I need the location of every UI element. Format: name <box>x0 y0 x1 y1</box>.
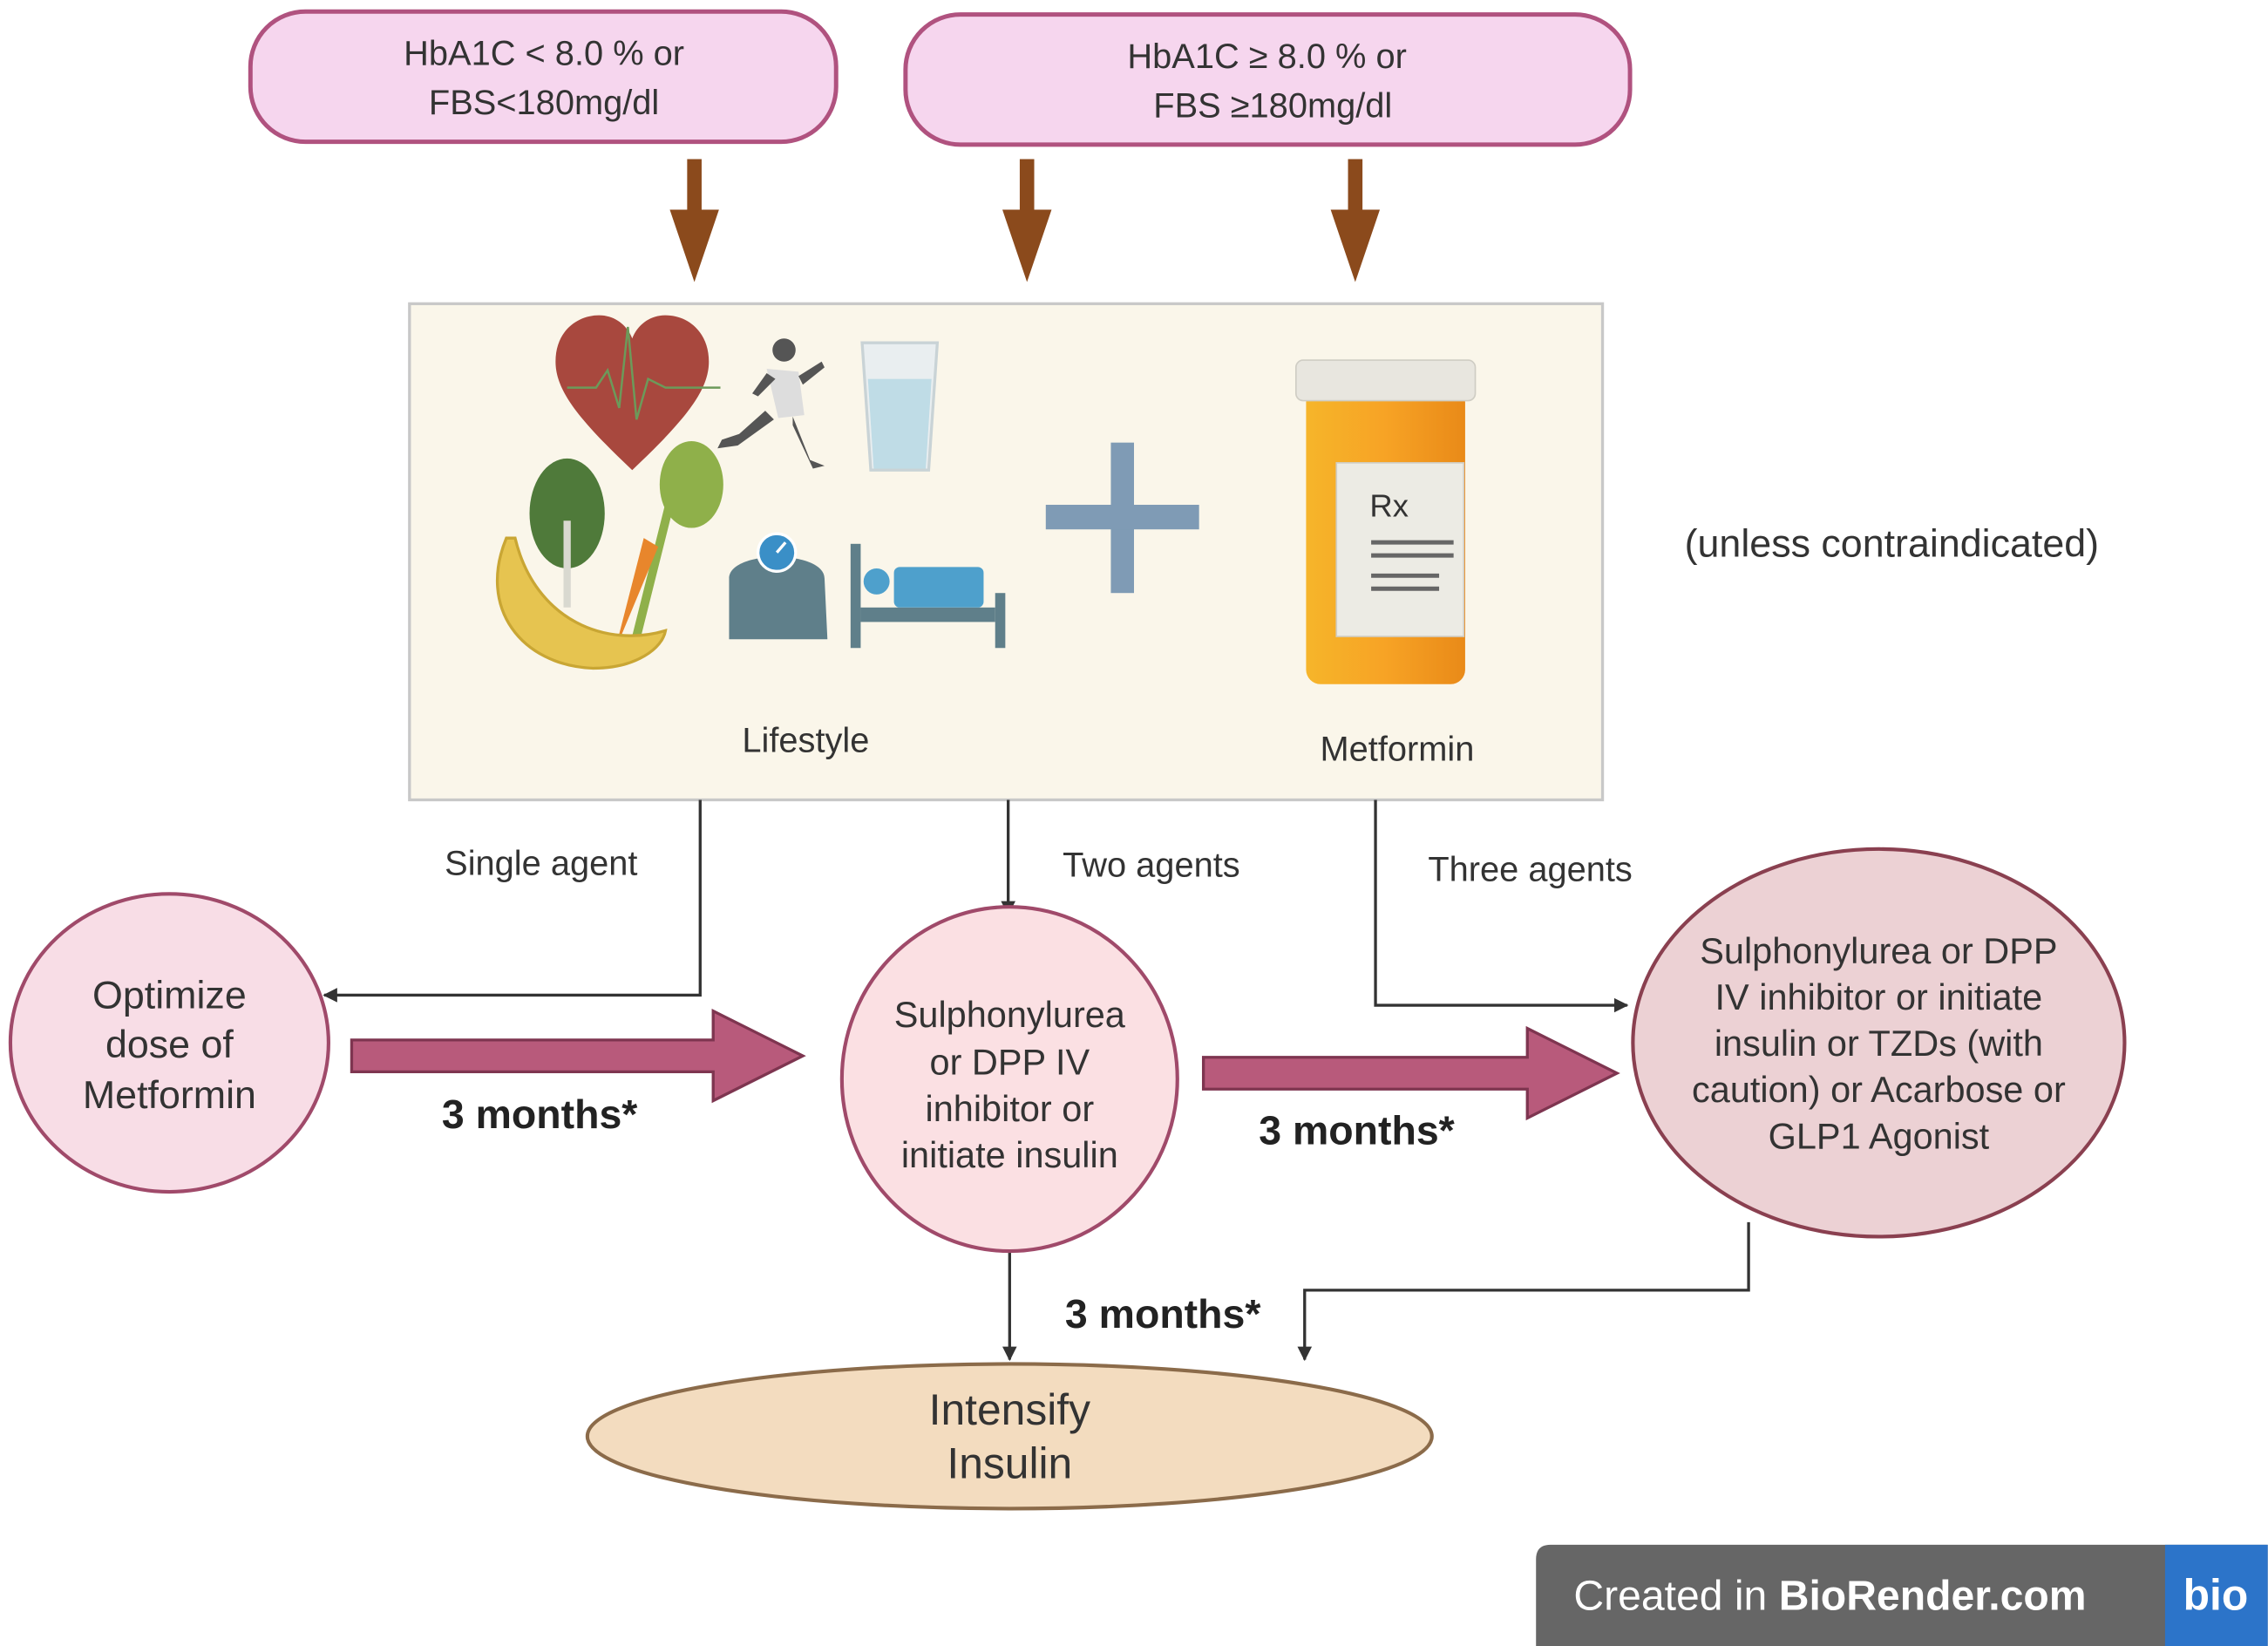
third-to-intensify-connector <box>1297 1221 1750 1362</box>
optimize-line1: Optimize <box>92 973 247 1017</box>
optimize-line2: dose of <box>105 1023 234 1066</box>
optimize-metformin-node: Optimize dose of Metformin <box>8 892 330 1194</box>
lifestyle-label: Lifestyle <box>742 722 869 760</box>
third-line-line4: caution) or Acarbose or <box>1692 1069 2066 1110</box>
criteria-high-box: HbA1C ≥ 8.0 % or FBS ≥180mg/dl <box>903 12 1633 147</box>
third-line-line2: IV inhibitor or initiate <box>1715 976 2043 1017</box>
weight-scale-icon <box>729 532 828 640</box>
badge-prefix: Created in <box>1573 1573 1778 1620</box>
second-line-line2: or DPP IV <box>930 1042 1090 1083</box>
second-line-line1: Sulphonylurea <box>894 994 1126 1035</box>
intensify-line2: Insulin <box>947 1439 1072 1488</box>
interval-label-1: 3 months* <box>442 1092 638 1137</box>
interval-label-2: 3 months* <box>1259 1107 1455 1153</box>
badge-brand: BioRender.com <box>1779 1573 2087 1620</box>
arrow-down-2 <box>1002 159 1052 282</box>
big-arrow-1 <box>350 1008 806 1104</box>
second-line-node: Sulphonylurea or DPP IV inhibitor or ini… <box>839 905 1179 1254</box>
intensify-insulin-node: Intensify Insulin <box>585 1362 1434 1511</box>
three-agents-connector <box>1374 799 1629 1013</box>
intensify-line1: Intensify <box>929 1385 1090 1434</box>
arrow-down-3 <box>1330 159 1381 282</box>
optimize-line3: Metformin <box>83 1073 256 1117</box>
big-arrow-2 <box>1201 1025 1620 1121</box>
two-agents-label: Two agents <box>1063 846 1240 884</box>
third-line-line1: Sulphonylurea or DPP <box>1700 930 2057 971</box>
second-line-line4: initiate insulin <box>901 1134 1118 1175</box>
single-agent-connector <box>323 799 702 1003</box>
contraindication-note: (unless contraindicated) <box>1685 522 2099 566</box>
second-line-line3: inhibitor or <box>926 1088 1095 1129</box>
interval-label-3: 3 months* <box>1065 1291 1261 1337</box>
svg-text:Created in BioRender.com: Created in BioRender.com <box>1573 1573 2086 1620</box>
biorender-logo: bio <box>2183 1571 2249 1620</box>
third-line-line3: insulin or TZDs (with <box>1715 1023 2043 1064</box>
heart-icon <box>555 315 721 471</box>
pill-bottle-icon: Rx <box>1294 359 1477 684</box>
arrow-down-1 <box>669 159 719 282</box>
bed-icon <box>850 543 1006 649</box>
criteria-low-box: HbA1C < 8.0 % or FBS<180mg/dl <box>248 9 839 145</box>
vegetables-icon <box>496 441 723 670</box>
rx-symbol: Rx <box>1369 487 1409 523</box>
third-line-node: Sulphonylurea or DPP IV inhibitor or ini… <box>1631 847 2127 1239</box>
single-agent-label: Single agent <box>445 845 637 883</box>
plus-icon <box>1045 442 1199 594</box>
criteria-high-line1: HbA1C ≥ 8.0 % or <box>1127 37 1406 76</box>
water-glass-icon <box>860 341 940 472</box>
third-line-line5: GLP1 Agonist <box>1769 1115 1990 1156</box>
criteria-low-line1: HbA1C < 8.0 % or <box>404 35 684 73</box>
runner-icon <box>717 338 825 469</box>
metformin-label: Metformin <box>1320 731 1474 769</box>
criteria-low-line2: FBS<180mg/dl <box>429 84 659 122</box>
three-agents-label: Three agents <box>1428 850 1633 888</box>
biorender-badge: Created in BioRender.com bio <box>1536 1544 2268 1646</box>
criteria-high-line2: FBS ≥180mg/dl <box>1153 86 1392 125</box>
initial-therapy-box: Rx Lifestyle Metformin <box>408 302 1605 802</box>
